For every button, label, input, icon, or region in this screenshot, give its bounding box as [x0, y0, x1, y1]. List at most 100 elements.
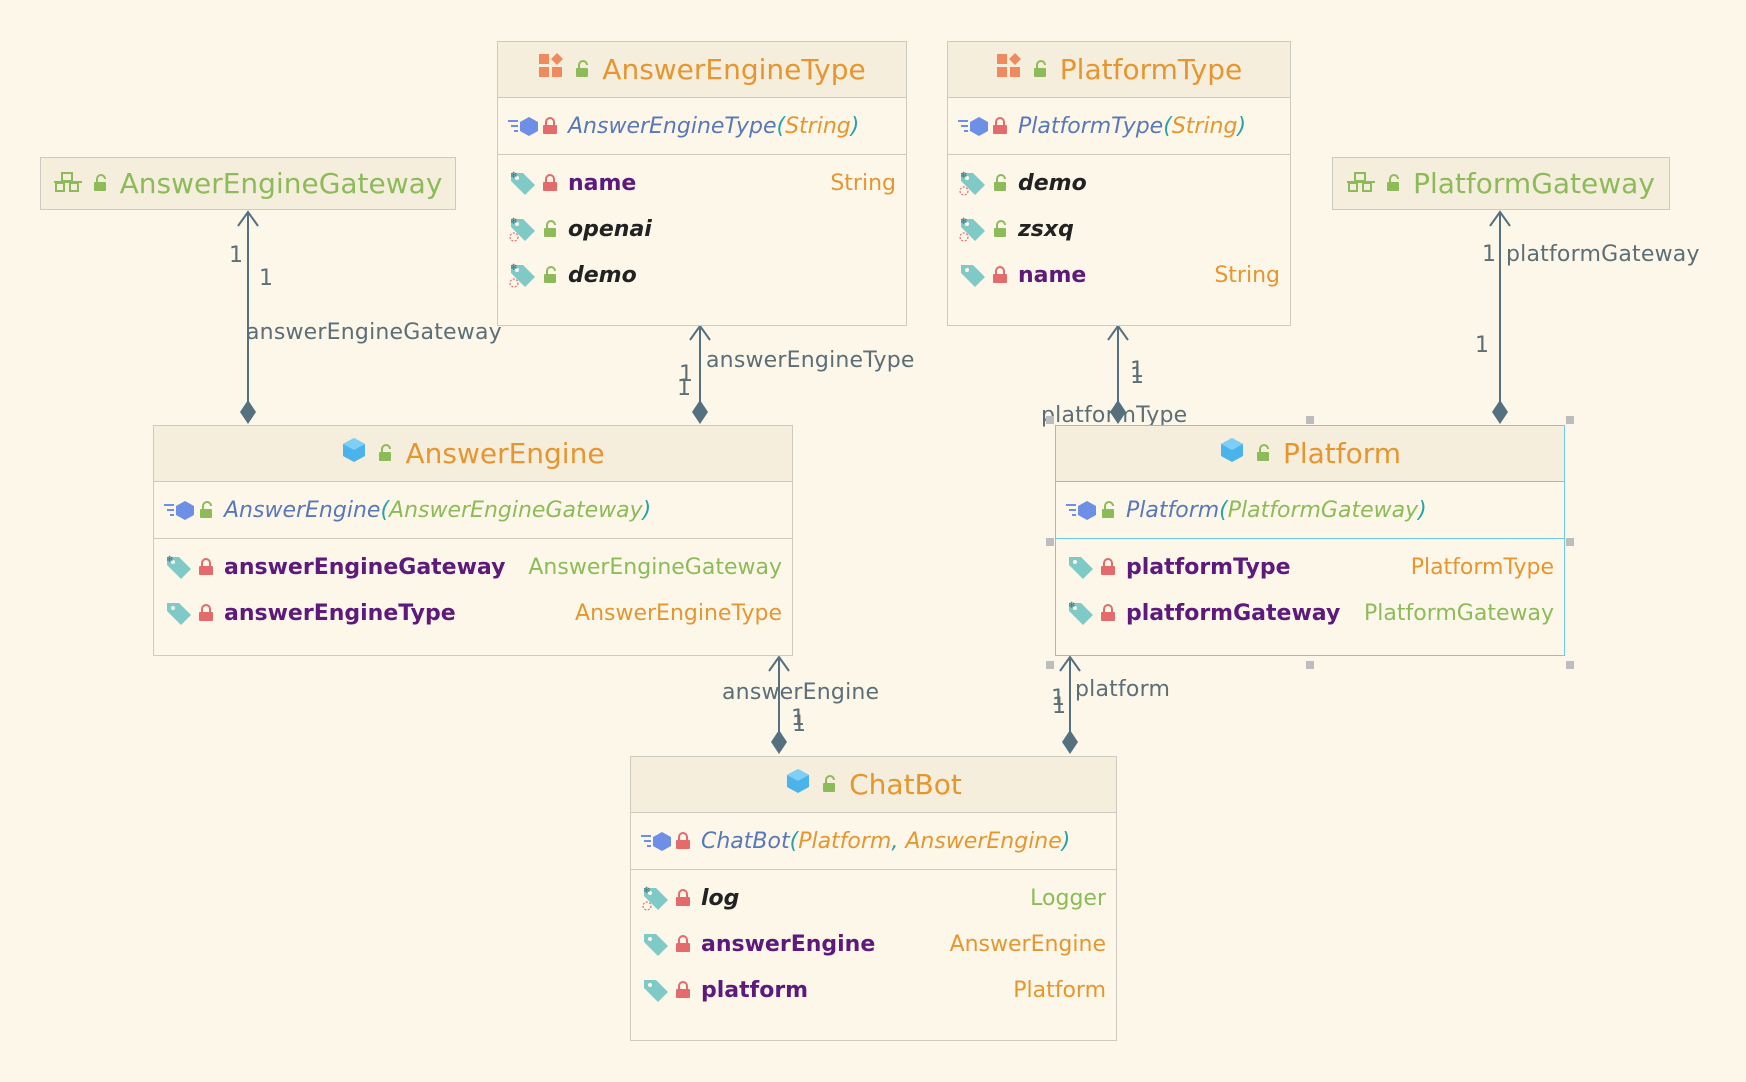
constructor-param: String — [785, 113, 851, 139]
field-icon: ❄ — [164, 554, 198, 580]
enum-icon — [996, 53, 1022, 86]
resize-handle[interactable] — [1566, 661, 1574, 669]
edge-label-role: answerEngineType — [706, 348, 915, 373]
field-row[interactable]: platformType PlatformType — [1056, 544, 1564, 590]
node-header[interactable]: AnswerEngineType — [498, 42, 906, 98]
svg-text:❄: ❄ — [510, 171, 518, 181]
node-header[interactable]: PlatformGateway — [1333, 158, 1669, 209]
edge-platform-to-gateway[interactable] — [1489, 210, 1511, 424]
resize-handle[interactable] — [1306, 661, 1314, 669]
edge-label-multiplicity: 1 — [1130, 364, 1145, 389]
fields-section: ❄ demo ❄ zsxq name String — [948, 155, 1290, 303]
constructor-row[interactable]: AnswerEngineType(String) — [498, 103, 906, 149]
field-name: name — [1018, 262, 1087, 288]
field-type: Platform — [1013, 977, 1106, 1003]
field-row[interactable]: ❄ platformGateway PlatformGateway — [1056, 590, 1564, 636]
node-header[interactable]: AnswerEngine — [154, 426, 792, 482]
unlock-icon — [992, 173, 1018, 193]
unlock-icon — [198, 500, 224, 520]
edge-label-multiplicity: 1 — [1130, 358, 1145, 383]
field-name: answerEngineType — [224, 600, 456, 626]
edge-chatbot-to-answerengine[interactable] — [768, 655, 790, 754]
constructor-row[interactable]: AnswerEngine(AnswerEngineGateway) — [154, 487, 792, 533]
svg-text:❄: ❄ — [510, 217, 518, 227]
constructor-param: Platform — [798, 828, 892, 854]
resize-handle[interactable] — [1306, 416, 1314, 424]
svg-text:❄: ❄ — [1068, 601, 1076, 611]
class-node-answer-engine-gateway[interactable]: AnswerEngineGateway — [40, 157, 456, 210]
class-node-platform[interactable]: Platform Platform(PlatformGateway) platf… — [1055, 425, 1565, 656]
field-row[interactable]: platform Platform — [631, 967, 1116, 1013]
lock-icon — [1100, 557, 1126, 577]
edge-answerengine-to-type[interactable] — [689, 324, 711, 424]
edge-chatbot-to-platform[interactable] — [1059, 655, 1081, 754]
class-title: ChatBot — [849, 768, 962, 801]
constructor-name: AnswerEngine — [224, 497, 381, 523]
class-node-platform-gateway[interactable]: PlatformGateway — [1332, 157, 1670, 210]
node-header[interactable]: Platform — [1056, 426, 1564, 482]
field-type: String — [1214, 262, 1280, 288]
resize-handle[interactable] — [1046, 661, 1054, 669]
unlock-icon — [377, 437, 395, 470]
constructor-name: AnswerEngineType — [568, 113, 777, 139]
constructor-icon — [641, 830, 675, 852]
constructor-name: PlatformType — [1018, 113, 1164, 139]
resize-handle[interactable] — [1046, 416, 1054, 424]
edge-label-multiplicity: 1 — [677, 376, 692, 401]
edge-label-multiplicity: 1 — [791, 706, 806, 731]
field-row[interactable]: ❄ log Logger — [631, 875, 1116, 921]
node-header[interactable]: AnswerEngineGateway — [41, 158, 455, 209]
field-row[interactable]: ❄ answerEngineGateway AnswerEngineGatewa… — [154, 544, 792, 590]
edge-label-multiplicity: 1 — [1051, 686, 1066, 711]
unlock-icon — [92, 167, 110, 200]
field-row[interactable]: ❄ openai — [498, 206, 906, 252]
resize-handle[interactable] — [1566, 416, 1574, 424]
class-node-answer-engine[interactable]: AnswerEngine AnswerEngine(AnswerEngineGa… — [153, 425, 793, 656]
field-row[interactable]: answerEngineType AnswerEngineType — [154, 590, 792, 636]
edge-answerengine-to-gateway[interactable] — [237, 210, 259, 424]
resize-handle[interactable] — [1046, 538, 1054, 546]
constructors-section: Platform(PlatformGateway) — [1056, 482, 1564, 539]
fields-section: ❄ name String ❄ openai ❄ demo — [498, 155, 906, 303]
constructor-row[interactable]: PlatformType(String) — [948, 103, 1290, 149]
unlock-icon — [992, 219, 1018, 239]
field-name: answerEngine — [701, 931, 876, 957]
svg-text:❄: ❄ — [643, 886, 651, 896]
constructor-name: ChatBot — [701, 828, 790, 854]
constructor-row[interactable]: ChatBot(Platform, AnswerEngine) — [631, 818, 1116, 864]
class-node-answer-engine-type[interactable]: AnswerEngineType AnswerEngineType(String… — [497, 41, 907, 326]
unlock-icon — [1032, 53, 1050, 86]
class-title: PlatformGateway — [1413, 167, 1655, 200]
edge-label-role: platformType — [1041, 403, 1188, 428]
unlock-icon — [542, 219, 568, 239]
class-node-chatbot[interactable]: ChatBot ChatBot(Platform, AnswerEngine) … — [630, 756, 1117, 1041]
resize-handle[interactable] — [1566, 538, 1574, 546]
constructor-row[interactable]: Platform(PlatformGateway) — [1056, 487, 1564, 533]
field-row[interactable]: ❄ demo — [498, 252, 906, 298]
field-type: String — [830, 170, 896, 196]
edge-label-multiplicity: 1 — [1482, 242, 1497, 267]
node-header[interactable]: ChatBot — [631, 757, 1116, 813]
class-title: AnswerEngineGateway — [119, 167, 443, 200]
interface-icon — [1347, 167, 1376, 200]
field-row[interactable]: ❄ zsxq — [948, 206, 1290, 252]
constructor-param: String — [1171, 113, 1238, 139]
class-icon — [785, 768, 811, 801]
field-type: AnswerEngineGateway — [528, 554, 782, 580]
edge-platform-to-type[interactable] — [1107, 324, 1129, 424]
field-row[interactable]: name String — [948, 252, 1290, 298]
static-field-icon: ❄ — [508, 262, 542, 288]
node-header[interactable]: PlatformType — [948, 42, 1290, 98]
constructor-icon — [508, 115, 542, 137]
field-row[interactable]: ❄ demo — [948, 160, 1290, 206]
class-node-platform-type[interactable]: PlatformType PlatformType(String) ❄ demo… — [947, 41, 1291, 326]
constructors-section: PlatformType(String) — [948, 98, 1290, 155]
lock-icon — [198, 557, 224, 577]
field-row[interactable]: ❄ name String — [498, 160, 906, 206]
field-icon — [1066, 554, 1100, 580]
field-name: demo — [568, 262, 637, 288]
field-row[interactable]: answerEngine AnswerEngine — [631, 921, 1116, 967]
edge-label-role: platformGateway — [1506, 242, 1700, 267]
field-type: AnswerEngineType — [575, 600, 782, 626]
